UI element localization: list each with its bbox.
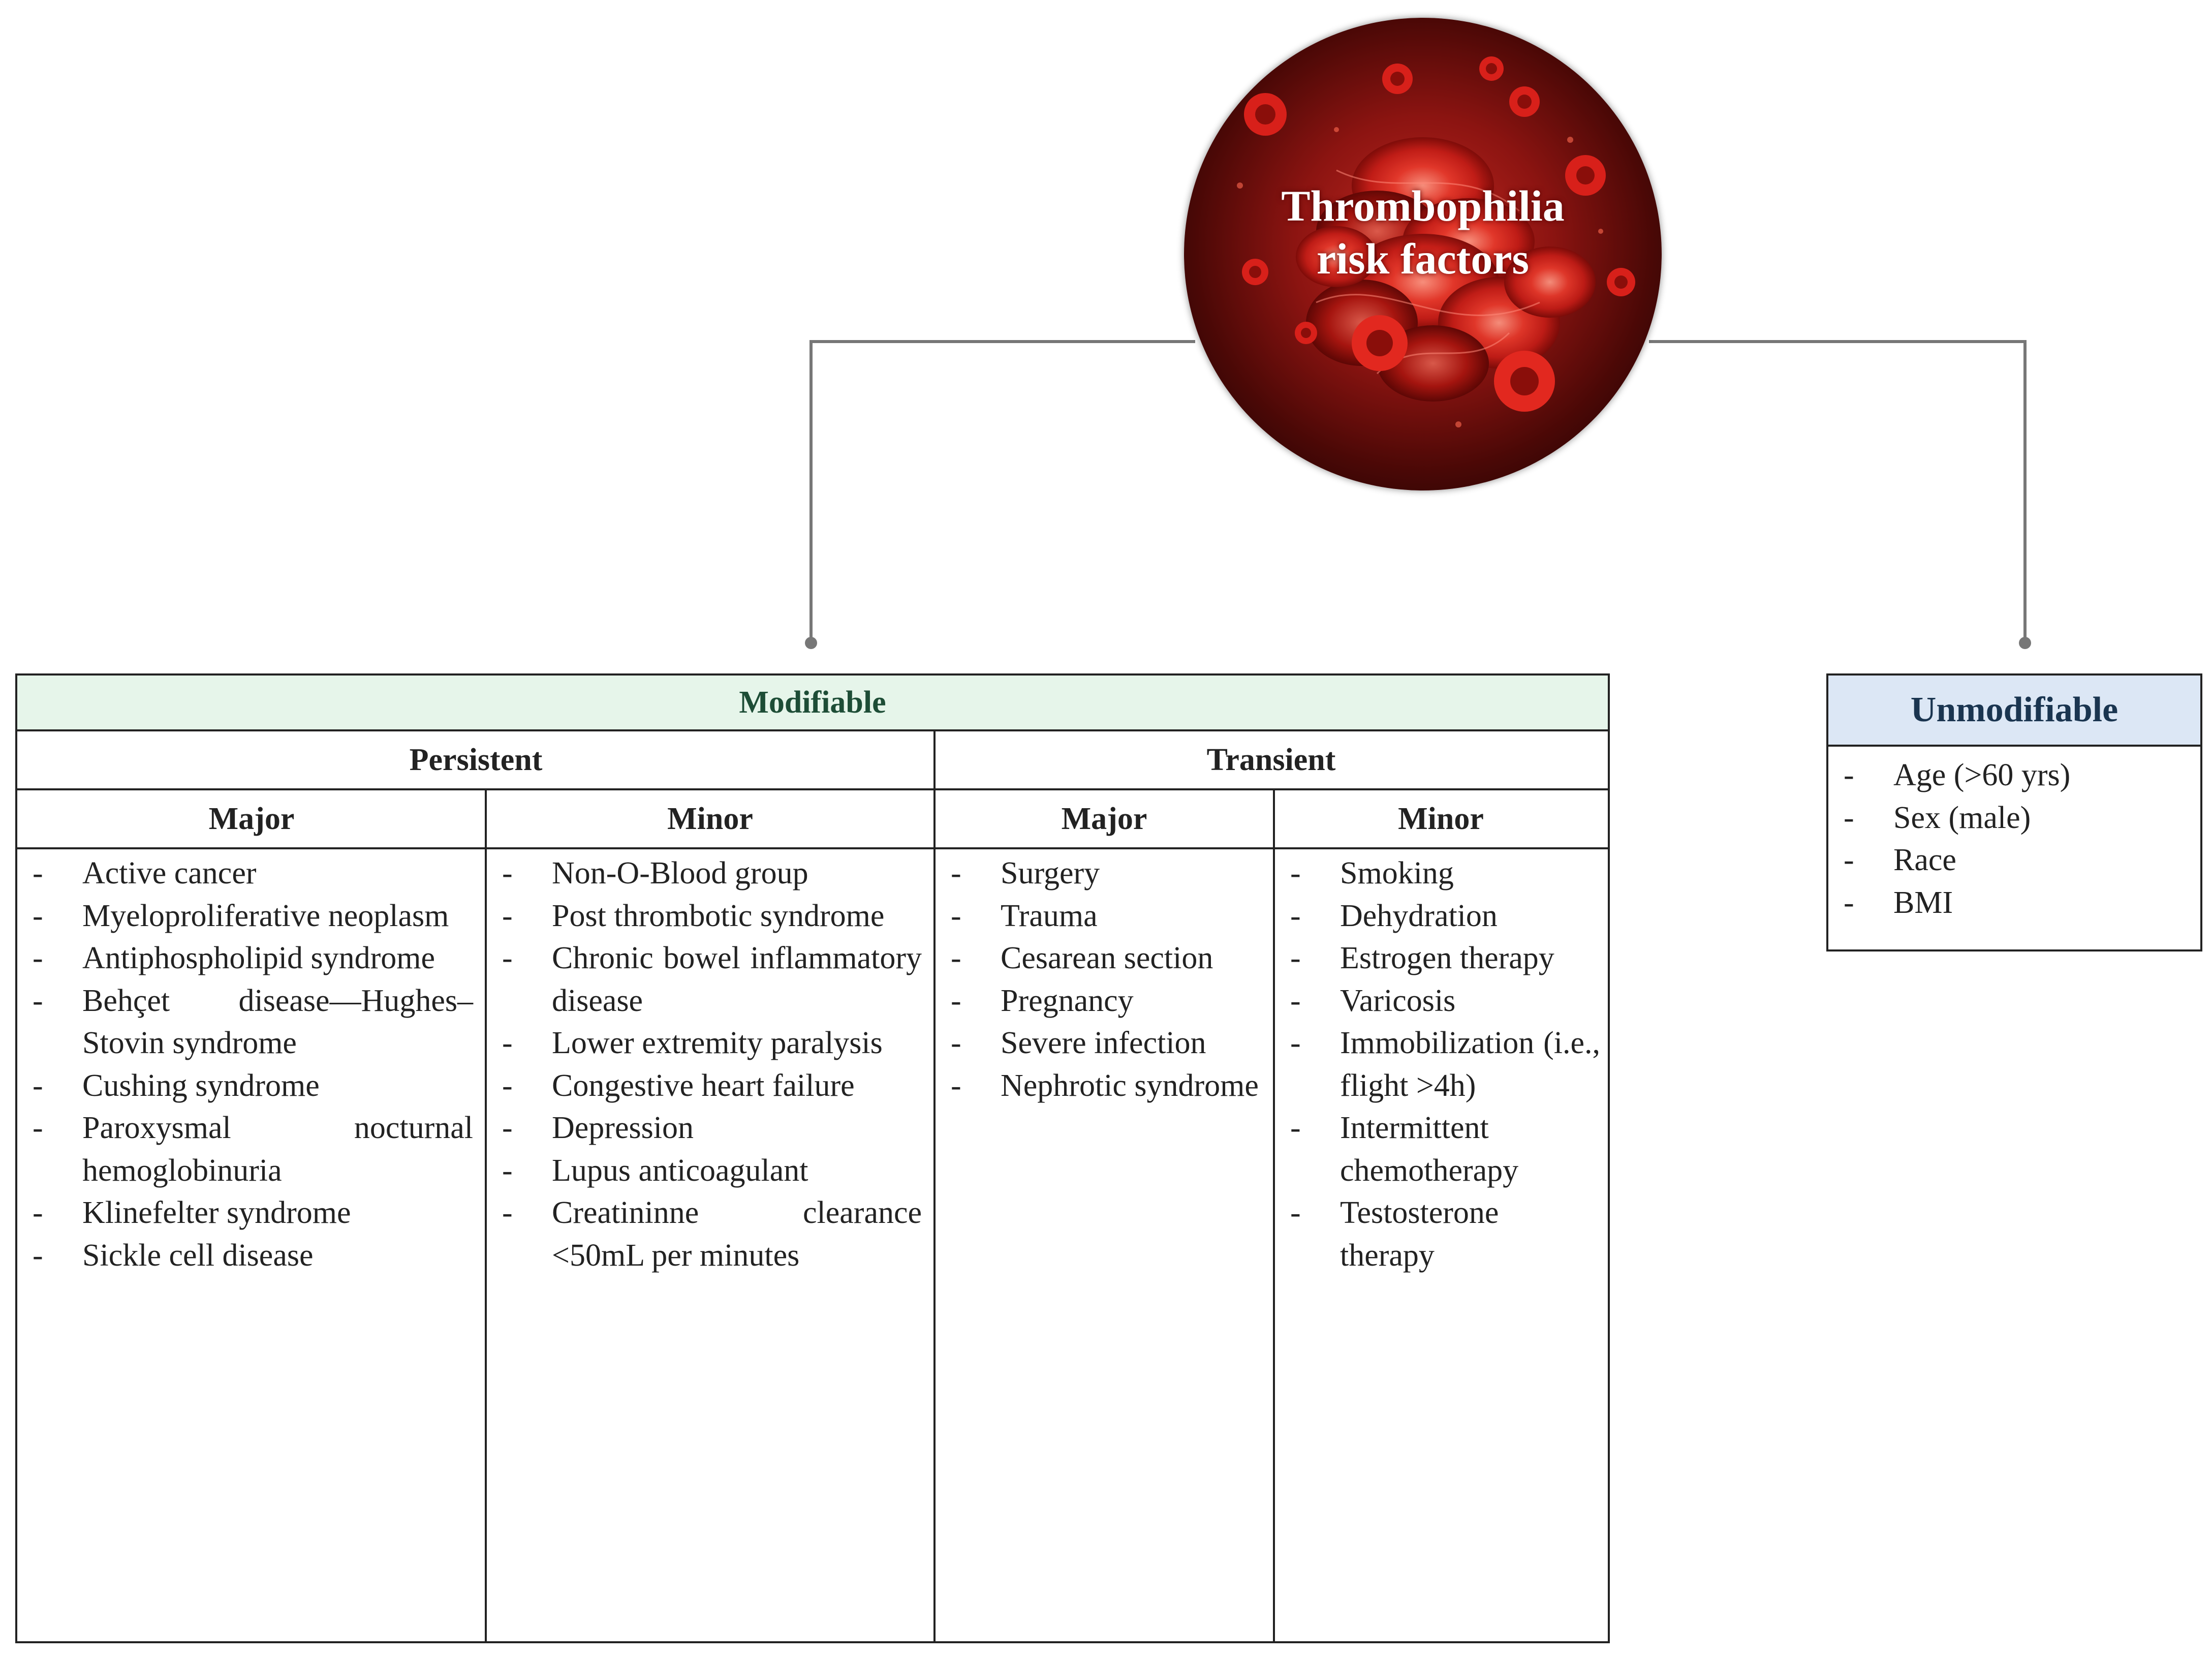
list-item: -Testosterone therapy xyxy=(1290,1195,1499,1273)
circle-title-line1: Thrombophilia xyxy=(1281,181,1565,230)
persistent-minor-header: Minor xyxy=(486,790,934,849)
list-item: -Chronic bowel inflammatory disease xyxy=(502,941,922,1018)
transient-minor-list: -Smoking -Dehydration -Estrogen therapy … xyxy=(1275,852,1600,1277)
list-item: -Active cancer xyxy=(33,856,257,891)
divider-persistent-transient xyxy=(933,731,936,1643)
list-item: -Creatininne clearance <50mL per minutes xyxy=(502,1195,922,1273)
list-item: -Sex (male) xyxy=(1844,800,2031,835)
list-item: -Intermittent chemotherapy xyxy=(1290,1111,1519,1188)
list-item: -Trauma xyxy=(951,898,1098,933)
list-item: -Pregnancy xyxy=(951,983,1134,1018)
list-item: -Lower extremity paralysis xyxy=(502,1026,883,1060)
list-item: -Estrogen therapy xyxy=(1290,941,1554,975)
list-item: -Lupus anticoagulant xyxy=(502,1153,808,1188)
transient-major-list: -Surgery -Trauma -Cesarean section -Preg… xyxy=(936,852,1263,1107)
circle-title: Thrombophilia risk factors xyxy=(1184,179,1662,285)
list-item: -Antiphospholipid syndrome xyxy=(33,941,435,975)
blood-cells-illustration xyxy=(1184,18,1662,490)
transient-minor-column: -Smoking -Dehydration -Estrogen therapy … xyxy=(1275,852,1600,1277)
persistent-minor-column: -Non-O-Blood group -Post thrombotic synd… xyxy=(487,852,922,1277)
list-item: -Myeloproliferative neoplasm xyxy=(33,898,449,933)
list-item: -Age (>60 yrs) xyxy=(1844,758,2071,792)
list-item: -Paroxysmal nocturnal hemoglobinuria xyxy=(33,1111,473,1188)
divider-persistent-major-minor xyxy=(485,790,487,1643)
persistent-major-list: -Active cancer -Myeloproliferative neopl… xyxy=(17,852,473,1277)
list-item: -Varicosis xyxy=(1290,983,1456,1018)
persistent-minor-list: -Non-O-Blood group -Post thrombotic synd… xyxy=(487,852,922,1277)
thrombophilia-circle: Thrombophilia risk factors xyxy=(1184,18,1662,490)
list-item: -Depression xyxy=(502,1111,694,1145)
transient-header: Transient xyxy=(934,731,1608,790)
modifiable-table: Modifiable Persistent Transient Major Mi… xyxy=(15,673,1610,1643)
list-item: -BMI xyxy=(1844,885,1953,920)
unmodifiable-list: -Age (>60 yrs) -Sex (male) -Race -BMI xyxy=(1828,754,2200,924)
connector-to-modifiable xyxy=(809,340,1195,641)
connector-to-unmodifiable xyxy=(1649,340,2027,641)
list-item: -Post thrombotic syndrome xyxy=(502,898,885,933)
persistent-major-column: -Active cancer -Myeloproliferative neopl… xyxy=(17,852,473,1277)
list-item: -Smoking xyxy=(1290,856,1454,891)
list-item: -Immobilization (i.e., flight >4h) xyxy=(1290,1026,1600,1103)
list-item: -Non-O-Blood group xyxy=(502,856,808,891)
persistent-header: Persistent xyxy=(17,731,934,790)
list-item: -Klinefelter syndrome xyxy=(33,1195,351,1230)
list-item: -Congestive heart failure xyxy=(502,1068,855,1103)
list-item: -Behçet disease—Hughes–Stovin syndrome xyxy=(33,983,473,1061)
list-item: -Cushing syndrome xyxy=(33,1068,320,1103)
list-item: -Race xyxy=(1844,843,1956,877)
list-item: -Dehydration xyxy=(1290,898,1498,933)
list-item: -Nephrotic syndrome xyxy=(951,1068,1259,1103)
transient-minor-header: Minor xyxy=(1274,790,1608,849)
modifiable-title: Modifiable xyxy=(17,676,1608,731)
list-item: -Severe infection xyxy=(951,1026,1206,1060)
circle-title-line2: risk factors xyxy=(1317,234,1529,283)
persistent-major-header: Major xyxy=(17,790,486,849)
connector-dot-unmodifiable xyxy=(2019,637,2031,649)
connector-dot-modifiable xyxy=(805,637,817,649)
unmodifiable-title: Unmodifiable xyxy=(1828,676,2200,747)
unmodifiable-box: Unmodifiable -Age (>60 yrs) -Sex (male) … xyxy=(1826,673,2202,951)
divider-transient-major-minor xyxy=(1273,790,1275,1643)
transient-major-column: -Surgery -Trauma -Cesarean section -Preg… xyxy=(936,852,1263,1107)
transient-major-header: Major xyxy=(934,790,1274,849)
list-item: -Cesarean section xyxy=(951,941,1213,975)
list-item: -Surgery xyxy=(951,856,1100,891)
list-item: -Sickle cell disease xyxy=(33,1238,314,1273)
